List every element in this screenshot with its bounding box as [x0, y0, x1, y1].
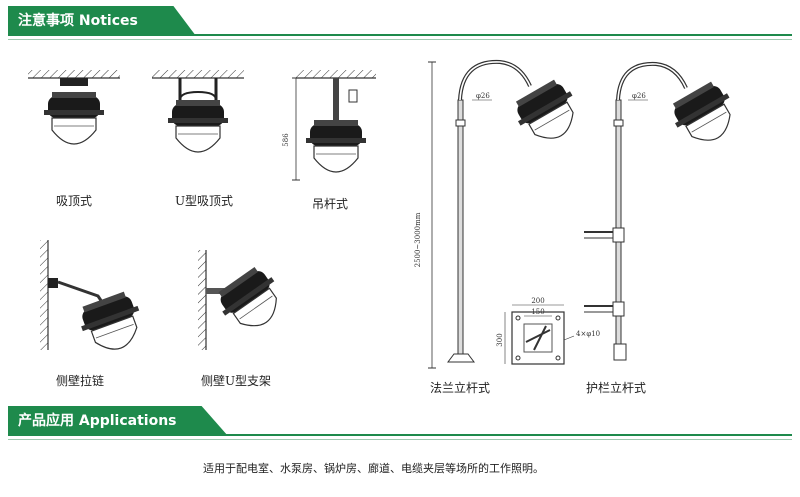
dim-586: 586: [282, 133, 290, 147]
wall-u-bracket-figure: [198, 250, 292, 350]
label-wall-chain: 侧壁拉链: [56, 373, 104, 388]
label-guardrail-pole: 护栏立杆式: [586, 380, 646, 395]
flange-pole-figure: [428, 59, 588, 369]
label-wall-u-bracket: 侧壁U型支架: [201, 373, 271, 388]
notices-title: 注意事项 Notices: [8, 6, 196, 36]
guardrail-pole-figure: [584, 61, 745, 361]
mounting-diagram: 吸顶式 U型吸顶式 586 吊杆式 侧壁拉链 侧壁U型支架: [28, 59, 745, 395]
dim-tube-dia-right: φ26: [632, 92, 646, 100]
dim-flange-300: 300: [496, 333, 504, 346]
flange-plate-detail: [504, 304, 575, 365]
header-rule-thin: [8, 439, 792, 440]
applications-description: 适用于配电室、水泵房、锅炉房、廊道、电缆夹层等场所的工作照明。: [203, 462, 544, 475]
label-u-ceiling-mount: U型吸顶式: [175, 194, 233, 208]
applications-title: 产品应用 Applications: [8, 406, 228, 436]
dim-bolt-holes: 4×φ10: [576, 330, 600, 338]
dim-flange-150: 150: [531, 308, 544, 316]
notices-header: 注意事项 Notices: [8, 6, 792, 40]
label-pendant-rod: 吊杆式: [312, 197, 348, 211]
header-rule-thin: [8, 39, 792, 40]
applications-header: 产品应用 Applications: [8, 406, 792, 440]
wall-chain-figure: [40, 240, 150, 359]
u-ceiling-mount-figure: [152, 70, 244, 153]
header-rule: [8, 434, 792, 436]
dim-flange-200: 200: [531, 297, 544, 305]
ceiling-mount-figure: [28, 70, 120, 145]
header-rule: [8, 34, 792, 36]
label-flange-pole: 法兰立杆式: [430, 380, 490, 395]
dim-pole-height: 2500~3000mm: [414, 212, 422, 267]
dim-tube-dia-left: φ26: [476, 92, 490, 100]
label-ceiling-mount: 吸顶式: [56, 194, 92, 208]
pendant-rod-figure: [292, 70, 376, 181]
